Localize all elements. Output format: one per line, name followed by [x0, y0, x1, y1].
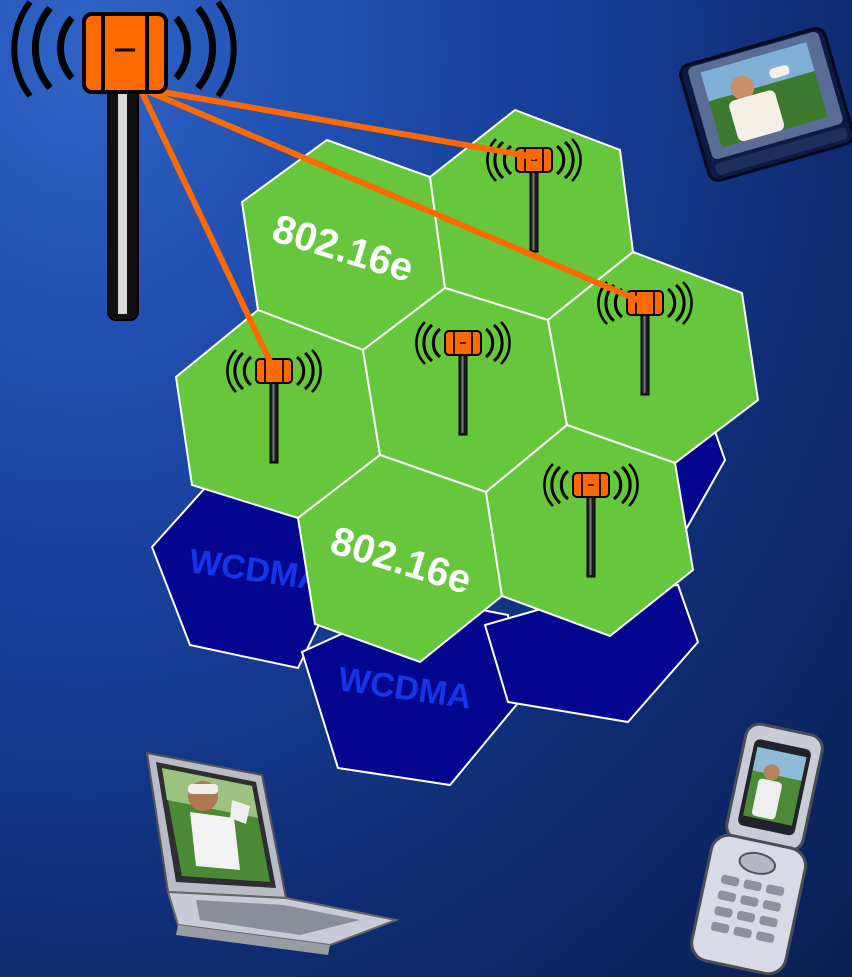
tablet-device-icon — [678, 26, 852, 183]
laptop-device-icon — [147, 753, 396, 955]
macro-tower-icon — [14, 2, 234, 320]
flip-phone-icon — [688, 719, 832, 977]
